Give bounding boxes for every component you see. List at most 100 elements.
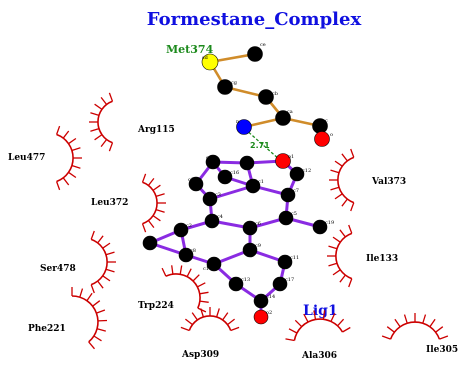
atom-label: c12 — [302, 168, 311, 174]
arc-spike — [155, 193, 165, 198]
arc-spike — [332, 269, 341, 276]
arc-spike — [90, 127, 100, 132]
bond-c3-c1 — [208, 184, 255, 201]
atom-label: sd — [202, 55, 209, 61]
hydrogen-bond — [244, 128, 281, 161]
residue-label-val373: Val373 — [371, 177, 406, 187]
arc-spike — [92, 300, 101, 307]
arc-spike — [348, 278, 353, 288]
arc-spike — [350, 148, 355, 158]
arc-spike — [330, 186, 340, 191]
arc-spike — [230, 326, 240, 332]
atom-c16 — [217, 169, 233, 185]
atom-label: c13 — [241, 277, 250, 283]
arc-spike — [337, 318, 345, 327]
atom-label: ca — [287, 109, 293, 115]
arc-spike — [55, 181, 61, 191]
arc-trp224 — [161, 265, 209, 313]
arc-spike — [294, 319, 303, 328]
arc-spike — [342, 326, 351, 333]
atom-c5 — [278, 210, 294, 226]
arc-spike — [199, 300, 209, 303]
diagram-title: Formestane_Complex — [147, 9, 362, 30]
atom-label: c9 — [255, 243, 261, 249]
arc-spike — [394, 318, 401, 328]
arc-spike — [348, 224, 353, 234]
atoms — [142, 46, 330, 325]
arc-spike — [422, 314, 427, 324]
atom-c1 — [245, 178, 261, 194]
arc-spike — [439, 335, 449, 340]
atom-c3 — [202, 191, 218, 207]
arc-spike — [192, 274, 200, 282]
residue-label-phe221: Phe221 — [28, 324, 66, 334]
arc-spike — [96, 309, 106, 314]
residue-label-leu372: Leu372 — [91, 198, 128, 208]
atom-label: c — [325, 118, 328, 124]
atom-label: c19 — [325, 220, 334, 226]
arc-spike — [339, 274, 346, 283]
atom-label: c7 — [293, 188, 299, 194]
arc-spike — [94, 103, 103, 110]
arc-spike — [93, 335, 102, 342]
atom-label: c6 — [255, 221, 261, 227]
arc-spike — [161, 267, 167, 277]
atom-c14 — [253, 293, 269, 309]
atom-label: c17 — [285, 277, 294, 283]
atom-label: c4 — [217, 214, 223, 220]
arc-ile305 — [381, 313, 449, 340]
atom-o — [314, 131, 330, 147]
atom-o1 — [275, 153, 291, 169]
atom-c8 — [178, 247, 194, 263]
atom-label: c18 — [188, 177, 197, 183]
atom-c20 — [239, 155, 255, 171]
atom-label: cb — [272, 91, 278, 97]
arc-spike — [200, 308, 205, 318]
arc-spike — [227, 318, 235, 326]
residue-label-arg115: Arg115 — [137, 125, 175, 135]
arc-spike — [71, 164, 81, 169]
atom-c4 — [204, 213, 220, 229]
arc-spike — [55, 125, 61, 135]
arc-ala306 — [285, 310, 351, 342]
arc-spike — [332, 236, 341, 243]
atom-label: c14 — [266, 294, 275, 300]
hbond-distance-label: 2.71 — [250, 141, 270, 150]
arc-spike — [108, 142, 114, 152]
atom-label: o1 — [288, 154, 294, 160]
atom-c15 — [205, 154, 221, 170]
atom-label: c15 — [206, 155, 215, 161]
arc-spike — [339, 229, 346, 238]
atom-label: c16 — [230, 170, 239, 176]
arc-spike — [429, 318, 436, 328]
atom-label: c8 — [190, 248, 196, 254]
arc-spike — [100, 139, 108, 147]
atom-c16b — [142, 235, 158, 251]
arc-spike — [152, 184, 161, 191]
atom-n — [236, 119, 252, 135]
arc-spike — [303, 313, 309, 323]
atom-c13 — [228, 276, 244, 292]
arc-curve — [389, 321, 441, 340]
arc-spike — [79, 288, 84, 298]
atom-cg — [217, 79, 233, 95]
arc-spike — [90, 112, 100, 117]
atom-cb — [258, 89, 274, 105]
arc-curve — [71, 295, 99, 343]
atom-label: c3 — [215, 192, 221, 198]
arc-spike — [341, 198, 348, 207]
arc-spike — [141, 223, 147, 233]
atom-c17 — [272, 276, 288, 292]
arc-spike — [88, 341, 95, 350]
atom-c18 — [188, 176, 204, 192]
arc-spike — [155, 208, 165, 213]
arc-spike — [197, 282, 206, 288]
arc-phe221 — [71, 287, 108, 350]
atom-c2 — [173, 222, 189, 238]
arc-spike — [105, 251, 115, 256]
arc-spike — [199, 291, 209, 295]
atom-label: n — [236, 119, 240, 125]
arc-spike — [96, 328, 106, 332]
arc-leu477 — [55, 125, 82, 191]
